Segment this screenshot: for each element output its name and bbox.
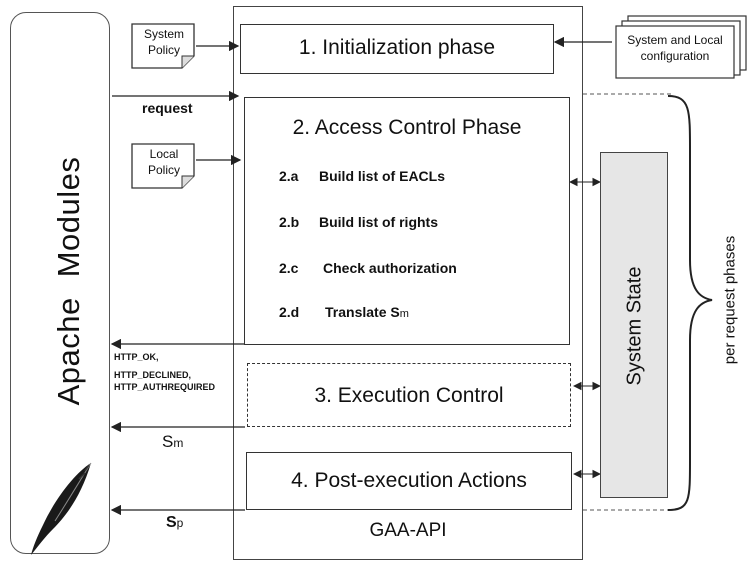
phase-3-title: 3. Execution Control	[314, 384, 504, 407]
sm-sub: m	[173, 436, 184, 450]
local-policy-line1: Local	[149, 147, 179, 161]
apache-feather-icon	[31, 462, 92, 555]
sp-label: Sp	[166, 514, 183, 532]
sm-main: S	[162, 432, 174, 451]
step-subscript: m	[399, 308, 409, 320]
request-label: request	[142, 100, 193, 116]
step-text: Build list of rights	[319, 214, 438, 230]
phase-4-title: 4. Post-execution Actions	[291, 469, 527, 492]
step-num: 2.d	[279, 304, 300, 320]
step-num: 2.c	[279, 260, 299, 276]
step-text: Translate S	[325, 304, 400, 320]
phase-3-box: 3. Execution Control	[247, 363, 571, 427]
per-request-label: per request phases	[721, 235, 739, 365]
step-num: 2.a	[279, 168, 299, 184]
step-text: Check authorization	[323, 260, 457, 276]
phase-1-title: 1. Initialization phase	[298, 36, 496, 59]
step-num: 2.b	[279, 214, 300, 230]
system-state-label: System State	[623, 266, 646, 386]
document-icon	[131, 23, 195, 69]
apache-modules-panel: ApacheModules	[10, 12, 110, 555]
phase-2-title: 2. Access Control Phase	[292, 116, 522, 139]
phase-1-box: 1. Initialization phase	[240, 24, 554, 74]
configuration-docs: System and Local configuration	[610, 12, 750, 82]
step-2b: 2.b Build list of rights	[279, 214, 438, 230]
gaa-api-label: GAA-API	[369, 520, 447, 541]
system-policy-line1: System	[143, 27, 184, 41]
return-code-ok: HTTP_OK,	[114, 352, 159, 362]
config-line1: System and Local	[627, 33, 723, 47]
phase-4-box: 4. Post-execution Actions	[246, 452, 572, 510]
step-2c: 2.c Check authorization	[279, 260, 457, 276]
return-code-authrequired: HTTP_AUTHREQUIRED	[114, 382, 216, 392]
system-policy-doc: System Policy	[130, 22, 198, 69]
sm-label: Sm	[162, 432, 183, 452]
system-state-box: System State	[600, 152, 668, 498]
step-text: Build list of EACLs	[319, 168, 445, 184]
local-policy-doc: Local Policy	[130, 142, 198, 189]
per-request-brace	[667, 95, 713, 511]
step-2d: 2.d Translate Sm	[279, 304, 409, 320]
step-2a: 2.a Build list of EACLs	[279, 168, 445, 184]
return-code-declined: HTTP_DECLINED,	[114, 370, 192, 380]
stacked-documents-icon	[615, 15, 747, 79]
sp-main: S	[166, 514, 177, 531]
local-policy-line2: Policy	[147, 163, 180, 177]
document-icon	[131, 143, 195, 189]
sp-sub: p	[176, 516, 184, 530]
config-line2: configuration	[640, 49, 710, 63]
system-policy-line2: Policy	[147, 43, 180, 57]
